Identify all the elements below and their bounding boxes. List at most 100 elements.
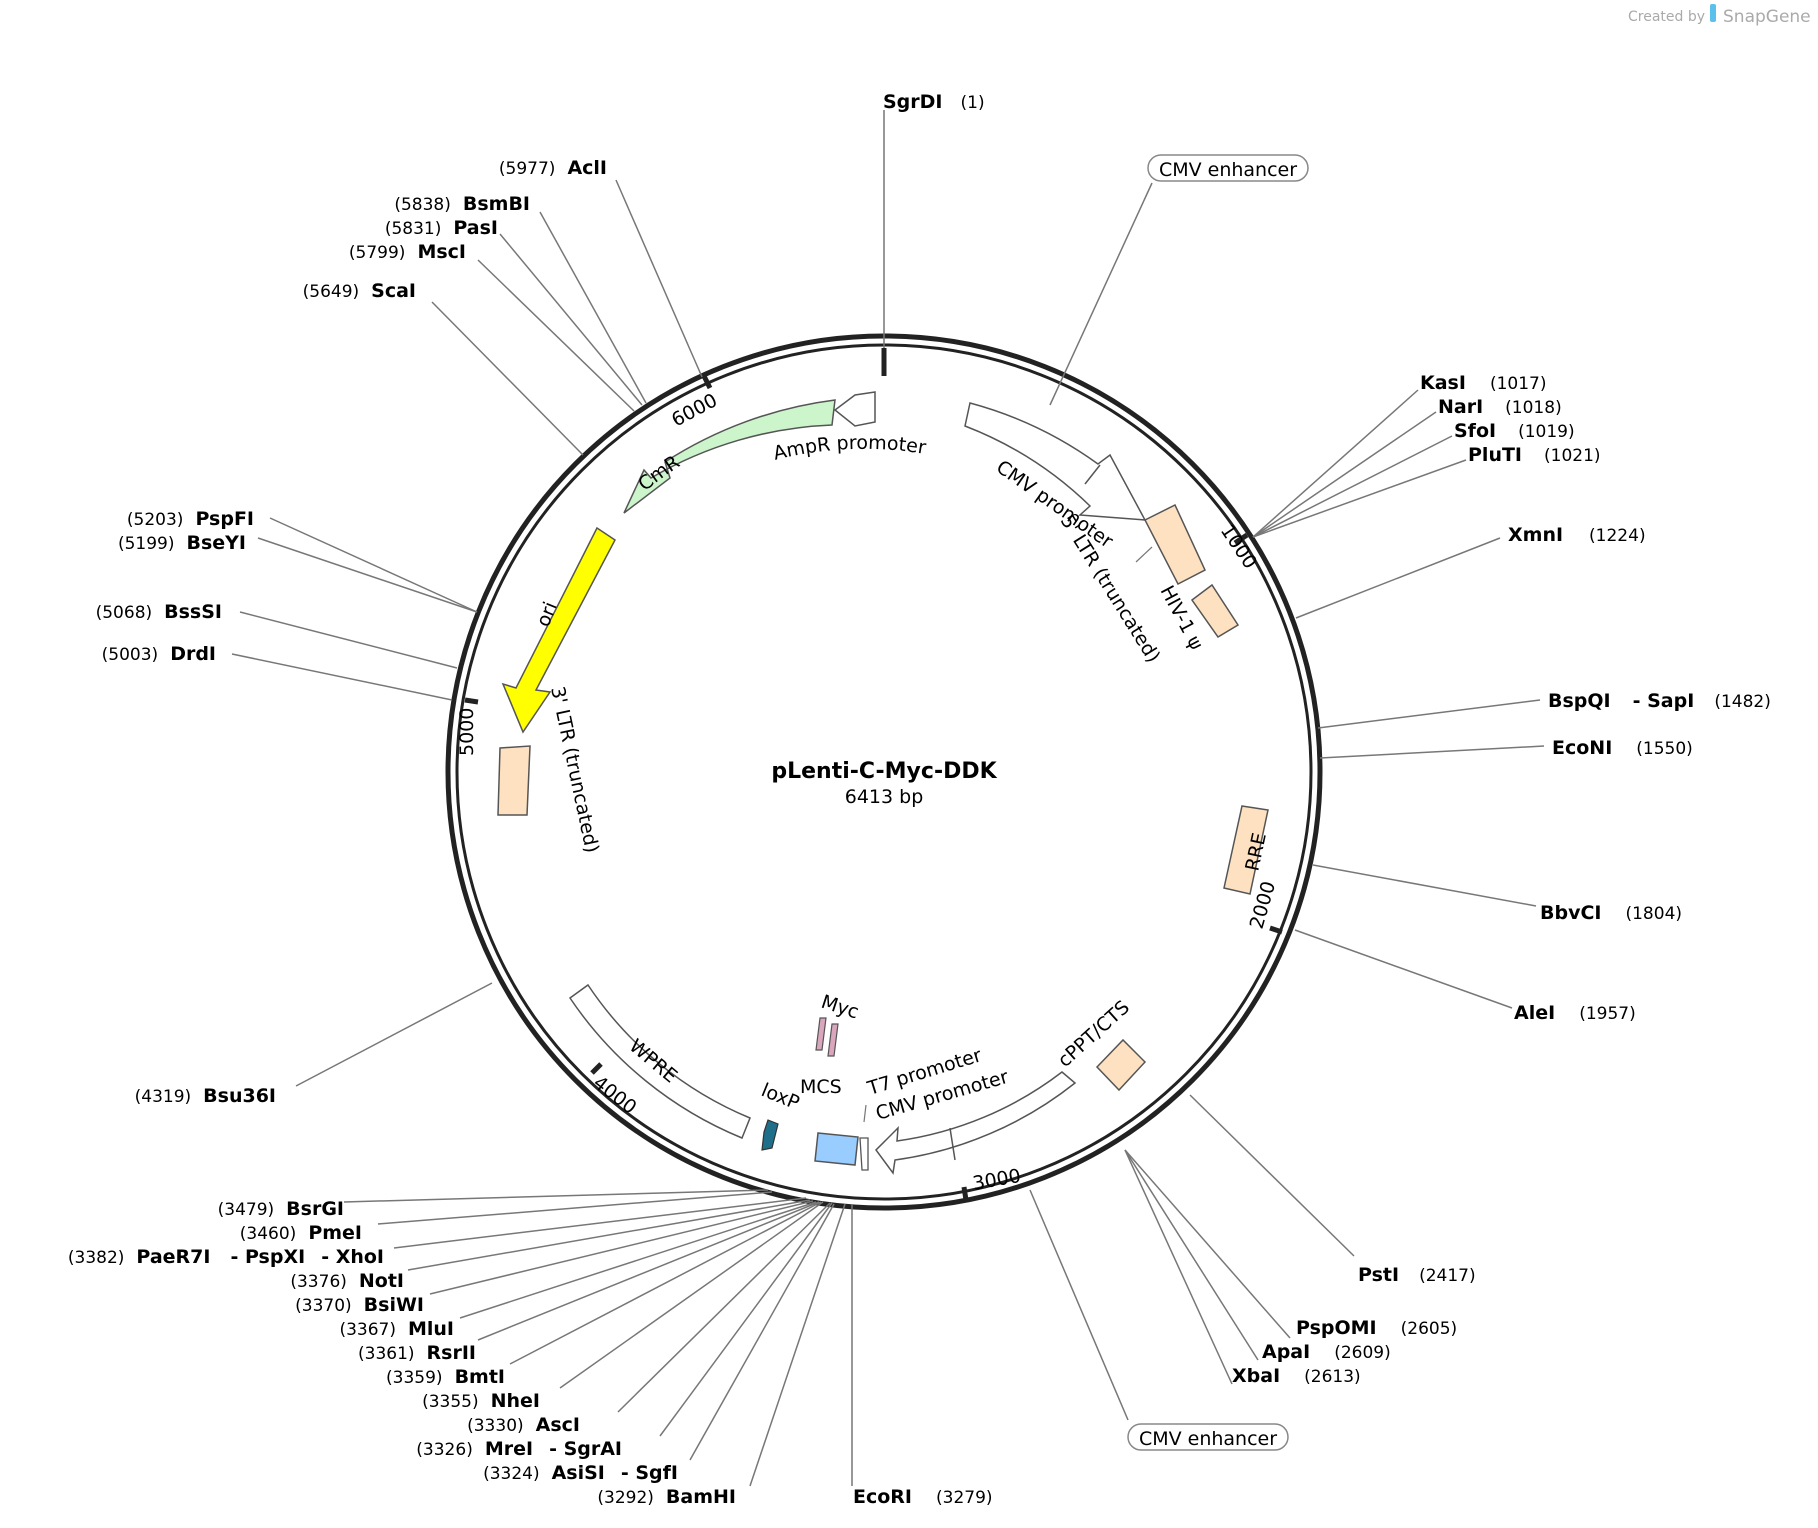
snapgene-logo-icon: [1710, 4, 1716, 22]
mrei-leader: [659, 1202, 833, 1437]
site-msci[interactable]: (5799)MscI: [349, 241, 466, 263]
bsssi-leader: [239, 611, 458, 669]
bamhi-leader: [749, 1203, 846, 1487]
site-mlui[interactable]: (3367)MluI: [339, 1318, 454, 1340]
site-drdi[interactable]: (5003)DrdI: [102, 643, 216, 665]
site-kasi[interactable]: KasI(1017): [1420, 372, 1546, 394]
cmv-enhancer-bottom-label: CMV enhancer: [1139, 1428, 1277, 1450]
noti-leader: [407, 1199, 811, 1271]
site-bspqi[interactable]: BspQI- SapI(1482): [1548, 690, 1771, 712]
bsrgi-leader: [343, 1189, 769, 1203]
tick-6000: 6000: [668, 389, 721, 431]
tick-5000-mark: [464, 697, 479, 705]
ampr-promoter-arrow: [833, 391, 876, 427]
site-mrei[interactable]: (3326)MreI- SgrAI: [416, 1438, 622, 1460]
site-pmei[interactable]: (3460)PmeI: [240, 1222, 362, 1244]
site-acli[interactable]: (5977)AclI: [499, 157, 607, 179]
bmti-leader: [509, 1201, 822, 1365]
ltr3-box: [497, 745, 531, 816]
apai-leader: [1124, 1149, 1259, 1361]
t7-leader: [863, 1104, 867, 1123]
snapgene-credit: Created by SnapGene: [1628, 4, 1811, 27]
ltr3-label: 3' LTR (truncated): [546, 684, 603, 855]
ori-arrow: [501, 526, 616, 734]
site-bamhi[interactable]: (3292)BamHI: [597, 1486, 736, 1508]
tick-4000-mark: [590, 1062, 603, 1075]
site-bsssi[interactable]: (5068)BssSI: [96, 601, 222, 623]
plasmid-length: 6413 bp: [845, 786, 924, 808]
site-scai[interactable]: (5649)ScaI: [303, 280, 416, 302]
site-bsiwi[interactable]: (3370)BsiWI: [295, 1294, 424, 1316]
site-nari[interactable]: NarI(1018): [1438, 396, 1562, 418]
site-bbvci[interactable]: BbvCI(1804): [1540, 902, 1682, 924]
wpre-box: [568, 983, 751, 1139]
t7-promoter-marker: [859, 1137, 869, 1171]
ltr5-leader: [1135, 546, 1153, 563]
acli-leader: [615, 179, 703, 378]
site-bseyi[interactable]: (5199)BseYI: [118, 532, 246, 554]
tick-2000-mark: [1269, 925, 1283, 935]
site-asisi[interactable]: (3324)AsiSI- SgfI: [483, 1462, 678, 1484]
site-paer7i[interactable]: (3382)PaeR7I- PspXI- XhoI: [68, 1246, 384, 1268]
xmni-leader: [1295, 537, 1501, 619]
site-noti[interactable]: (3376)NotI: [290, 1270, 404, 1292]
site-econi[interactable]: EcoNI(1550): [1552, 737, 1693, 759]
site-bsu36i[interactable]: (4319)Bsu36I: [135, 1085, 276, 1107]
tick-3000-mark: [961, 1186, 969, 1201]
site-rsrii[interactable]: (3361)RsrII: [358, 1342, 476, 1364]
cmv-divider: [1084, 464, 1101, 485]
tick-1000: 1000: [1216, 520, 1261, 572]
site-pluti[interactable]: PluTI(1021): [1468, 444, 1601, 466]
myc-marker-2: [827, 1023, 839, 1057]
site-sfoi[interactable]: SfoI(1019): [1454, 420, 1575, 442]
site-bsmbi[interactable]: (5838)BsmBI: [394, 193, 530, 215]
cmv-enhancer-bottom-leader: [1029, 1189, 1129, 1421]
asisi-leader: [689, 1203, 835, 1461]
site-bsrgi[interactable]: (3479)BsrGI: [218, 1198, 344, 1220]
site-psti[interactable]: PstI(2417): [1358, 1264, 1476, 1286]
loxp-marker: [761, 1119, 779, 1151]
alei-leader: [1294, 929, 1513, 1009]
site-pasi[interactable]: (5831)PasI: [385, 217, 498, 239]
drdi-leader: [231, 653, 453, 701]
pspomi-leader: [1124, 1149, 1291, 1339]
mcs-box: [814, 1132, 859, 1166]
site-ecori[interactable]: EcoRI(3279): [853, 1486, 993, 1508]
cmv-bottom-divider: [949, 1127, 956, 1161]
site-alei[interactable]: AleI(1957): [1514, 1002, 1636, 1024]
psti-leader: [1189, 1094, 1355, 1257]
myc-marker-1: [815, 1017, 827, 1051]
site-xmni[interactable]: XmnI(1224): [1508, 524, 1646, 546]
hiv-psi-box: [1190, 583, 1240, 639]
bseyi-leader: [257, 537, 478, 613]
site-pspomi[interactable]: PspOMI(2605): [1296, 1317, 1457, 1339]
xbai-leader: [1124, 1149, 1233, 1385]
pspfi-leader: [269, 517, 478, 613]
hiv-psi-label: HIV-1 ψ: [1156, 582, 1208, 654]
site-apai[interactable]: ApaI(2609): [1262, 1341, 1391, 1363]
asci-leader: [617, 1202, 831, 1413]
site-bmti[interactable]: (3359)BmtI: [386, 1366, 505, 1388]
msci-leader: [477, 259, 635, 412]
site-pspfi[interactable]: (5203)PspFI: [127, 508, 254, 530]
site-labels: SgrDI(1) KasI(1017) NarI(1018) SfoI(1019…: [68, 91, 1771, 1508]
rsrii-leader: [477, 1201, 820, 1341]
mlui-leader: [459, 1201, 817, 1319]
site-nhei[interactable]: (3355)NheI: [422, 1390, 540, 1412]
tick-1000-mark: [1233, 532, 1249, 546]
site-asci[interactable]: (3330)AscI: [467, 1414, 580, 1436]
credit-created-by: Created by: [1628, 9, 1705, 25]
cmv-promoter-top-arrow: [964, 402, 1147, 521]
cmr-arrow: [623, 399, 836, 514]
loxp-label: loxP: [758, 1079, 802, 1114]
callout-box: [1147, 154, 1309, 182]
site-sgrdi[interactable]: SgrDI(1): [883, 91, 985, 113]
econi-leader: [1319, 745, 1545, 759]
tick-4000: 4000: [589, 1072, 641, 1119]
site-xbai[interactable]: XbaI(2613): [1232, 1365, 1361, 1387]
rre-box: [1223, 805, 1269, 895]
nari-leader: [1252, 411, 1437, 538]
pmei-leader: [377, 1191, 773, 1225]
cmv-enhancer-bottom-callout: CMV enhancer: [1127, 1423, 1289, 1451]
pasi-leader: [499, 233, 643, 406]
